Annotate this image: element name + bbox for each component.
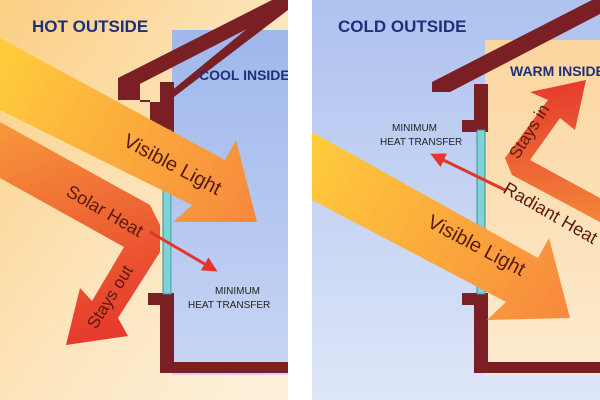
right-floor	[474, 362, 600, 373]
left-wall-lower	[160, 293, 174, 373]
left-min-heat-transfer-arrow	[149, 230, 218, 272]
left-visible-light-arrow	[0, 38, 257, 222]
right-wall-upper-ledge	[462, 120, 488, 132]
left-floor	[160, 362, 288, 373]
hot-outside-heading: HOT OUTSIDE	[32, 17, 148, 36]
warm-inside-heading: WARM INSIDE	[510, 63, 600, 79]
right-window-glass	[476, 129, 486, 295]
right-radiant-heat-arrow	[505, 80, 600, 222]
panel-divider	[288, 0, 312, 400]
right-wall-upper	[474, 84, 488, 130]
left-panel-hot-outside: HOT OUTSIDE COOL INSIDE Visible Light So…	[0, 0, 290, 400]
right-visible-light-arrow	[312, 132, 570, 320]
left-roof-line	[118, 0, 288, 88]
left-wall-outline	[118, 0, 288, 120]
left-transfer-line-2: HEAT TRANSFER	[188, 300, 270, 311]
left-solar-heat-arrow	[0, 122, 160, 345]
cold-outside-heading: COLD OUTSIDE	[338, 17, 466, 36]
cool-inside-heading: COOL INSIDE	[199, 67, 290, 83]
right-transfer-line-1: MINIMUM	[392, 123, 437, 134]
right-min-heat-transfer-arrow	[430, 153, 506, 192]
left-transfer-line-1: MINIMUM	[215, 286, 260, 297]
left-wall-upper	[160, 82, 174, 130]
right-wall-lower	[474, 293, 488, 373]
right-roof-line	[432, 0, 600, 92]
right-transfer-line-2: HEAT TRANSFER	[380, 137, 462, 148]
right-panel-cold-outside: COLD OUTSIDE WARM INSIDE Visible Light R…	[312, 0, 600, 400]
